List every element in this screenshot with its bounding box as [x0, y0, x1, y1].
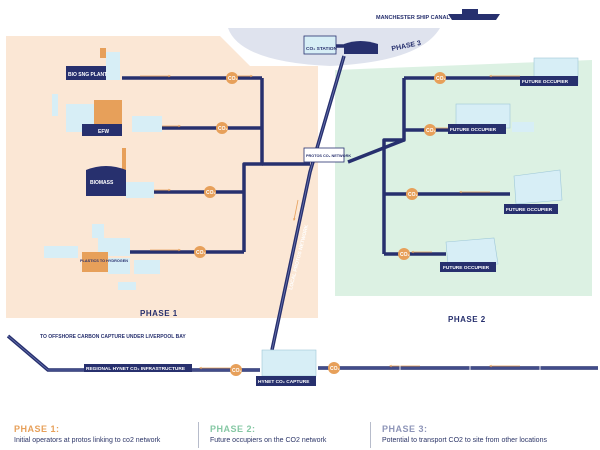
canal-label: MANCHESTER SHIP CANAL: [376, 15, 450, 21]
legend-phase3-desc: Potential to transport CO2 to site from …: [382, 437, 547, 444]
efw-plant: [52, 94, 162, 136]
svg-text:CO₂: CO₂: [218, 126, 228, 132]
protos-network-label: PROTOS CO₂ NETWORK: [306, 154, 351, 158]
efw-label: EFW: [98, 129, 109, 135]
svg-text:CO₂: CO₂: [206, 190, 216, 196]
co2-badge: CO₂: [230, 364, 242, 376]
hynet-infra-label: REGIONAL HYNET CO₂ INFRASTRUCTURE: [86, 366, 186, 372]
plastics-label: PLASTICS TO HYDROGEN: [80, 259, 128, 263]
svg-text:CO₂: CO₂: [436, 76, 446, 82]
co2-badge: CO₂: [398, 248, 410, 260]
legend-phase2-desc: Future occupiers on the CO2 network: [210, 437, 327, 444]
legend-divider: [370, 422, 371, 448]
hynet-capture-label: HYNET CO₂ CAPTURE: [258, 379, 310, 385]
phase2-area: [335, 60, 592, 296]
svg-text:CO₂: CO₂: [196, 250, 206, 256]
legend-phase3-title: PHASE 3:: [382, 424, 428, 434]
biomass-plant: [86, 148, 154, 198]
protos-co2-network-diagram: MANCHESTER SHIP CANAL: [6, 9, 598, 386]
co2-badge: CO₂: [204, 186, 216, 198]
svg-text:CO₂: CO₂: [400, 252, 410, 258]
svg-text:CO₂: CO₂: [228, 76, 238, 82]
phase2-map-label: PHASE 2: [448, 315, 486, 324]
future-occupier-4-label: FUTURE OCCUPIER: [443, 265, 490, 271]
legend-phase3: PHASE 3: Potential to transport CO2 to s…: [372, 412, 600, 450]
biomass-label: BIOMASS: [90, 180, 114, 186]
svg-text:CO₂: CO₂: [408, 192, 418, 198]
future-occupier-4: [440, 237, 499, 272]
co2-badge: CO₂: [434, 72, 446, 84]
co2-badge: CO₂: [226, 72, 238, 84]
phase-legend: PHASE 1: Initial operators at protos lin…: [0, 412, 600, 450]
legend-phase2: PHASE 2: Future occupiers on the CO2 net…: [200, 412, 370, 450]
co2-badge: CO₂: [424, 124, 436, 136]
co2-badge: CO₂: [328, 362, 340, 374]
hynet-infra-band: [84, 364, 192, 372]
svg-text:CO₂: CO₂: [426, 128, 436, 134]
legend-phase1-title: PHASE 1:: [14, 424, 60, 434]
hynet-capture-plant: [256, 349, 317, 386]
co2-badge: CO₂: [406, 188, 418, 200]
bio-sng-plant: [66, 48, 120, 80]
co2-badge: CO₂: [216, 122, 228, 134]
co2-badges: CO₂ CO₂ CO₂ CO₂ CO₂ CO₂ CO₂ CO₂ CO₂ CO₂: [194, 72, 446, 376]
offshore-label: TO OFFSHORE CARBON CAPTURE UNDER LIVERPO…: [40, 334, 186, 340]
phase1-map-label: PHASE 1: [140, 309, 178, 318]
bio-sng-label: BIO SNG PLANT: [68, 72, 107, 78]
co2-station-label: CO₂ STATION: [306, 46, 338, 52]
canal-ship: [448, 9, 500, 20]
legend-phase2-title: PHASE 2:: [210, 424, 256, 434]
future-occupier-1-label: FUTURE OCCUPIER: [522, 79, 569, 85]
future-occupier-3-label: FUTURE OCCUPIER: [506, 207, 553, 213]
svg-text:CO₂: CO₂: [330, 366, 340, 372]
legend-divider: [198, 422, 199, 448]
co2-station: [303, 35, 378, 55]
future-occupier-3: [504, 169, 563, 214]
legend-phase1-desc: Initial operators at protos linking to c…: [14, 437, 161, 444]
protos-network-box: [303, 147, 345, 163]
co2-badge: CO₂: [194, 246, 206, 258]
offshore-label-text: TO OFFSHORE CARBON CAPTURE UNDER LIVERPO…: [40, 334, 186, 340]
legend-phase1: PHASE 1: Initial operators at protos lin…: [0, 412, 200, 450]
future-occupier-2-label: FUTURE OCCUPIER: [450, 127, 497, 133]
plastics-to-hydrogen-plant: [44, 224, 160, 290]
future-occupier-2: [448, 103, 534, 134]
future-occupier-1: [520, 57, 579, 86]
svg-text:CO₂: CO₂: [232, 368, 242, 374]
flow-arrows: [109, 74, 520, 370]
